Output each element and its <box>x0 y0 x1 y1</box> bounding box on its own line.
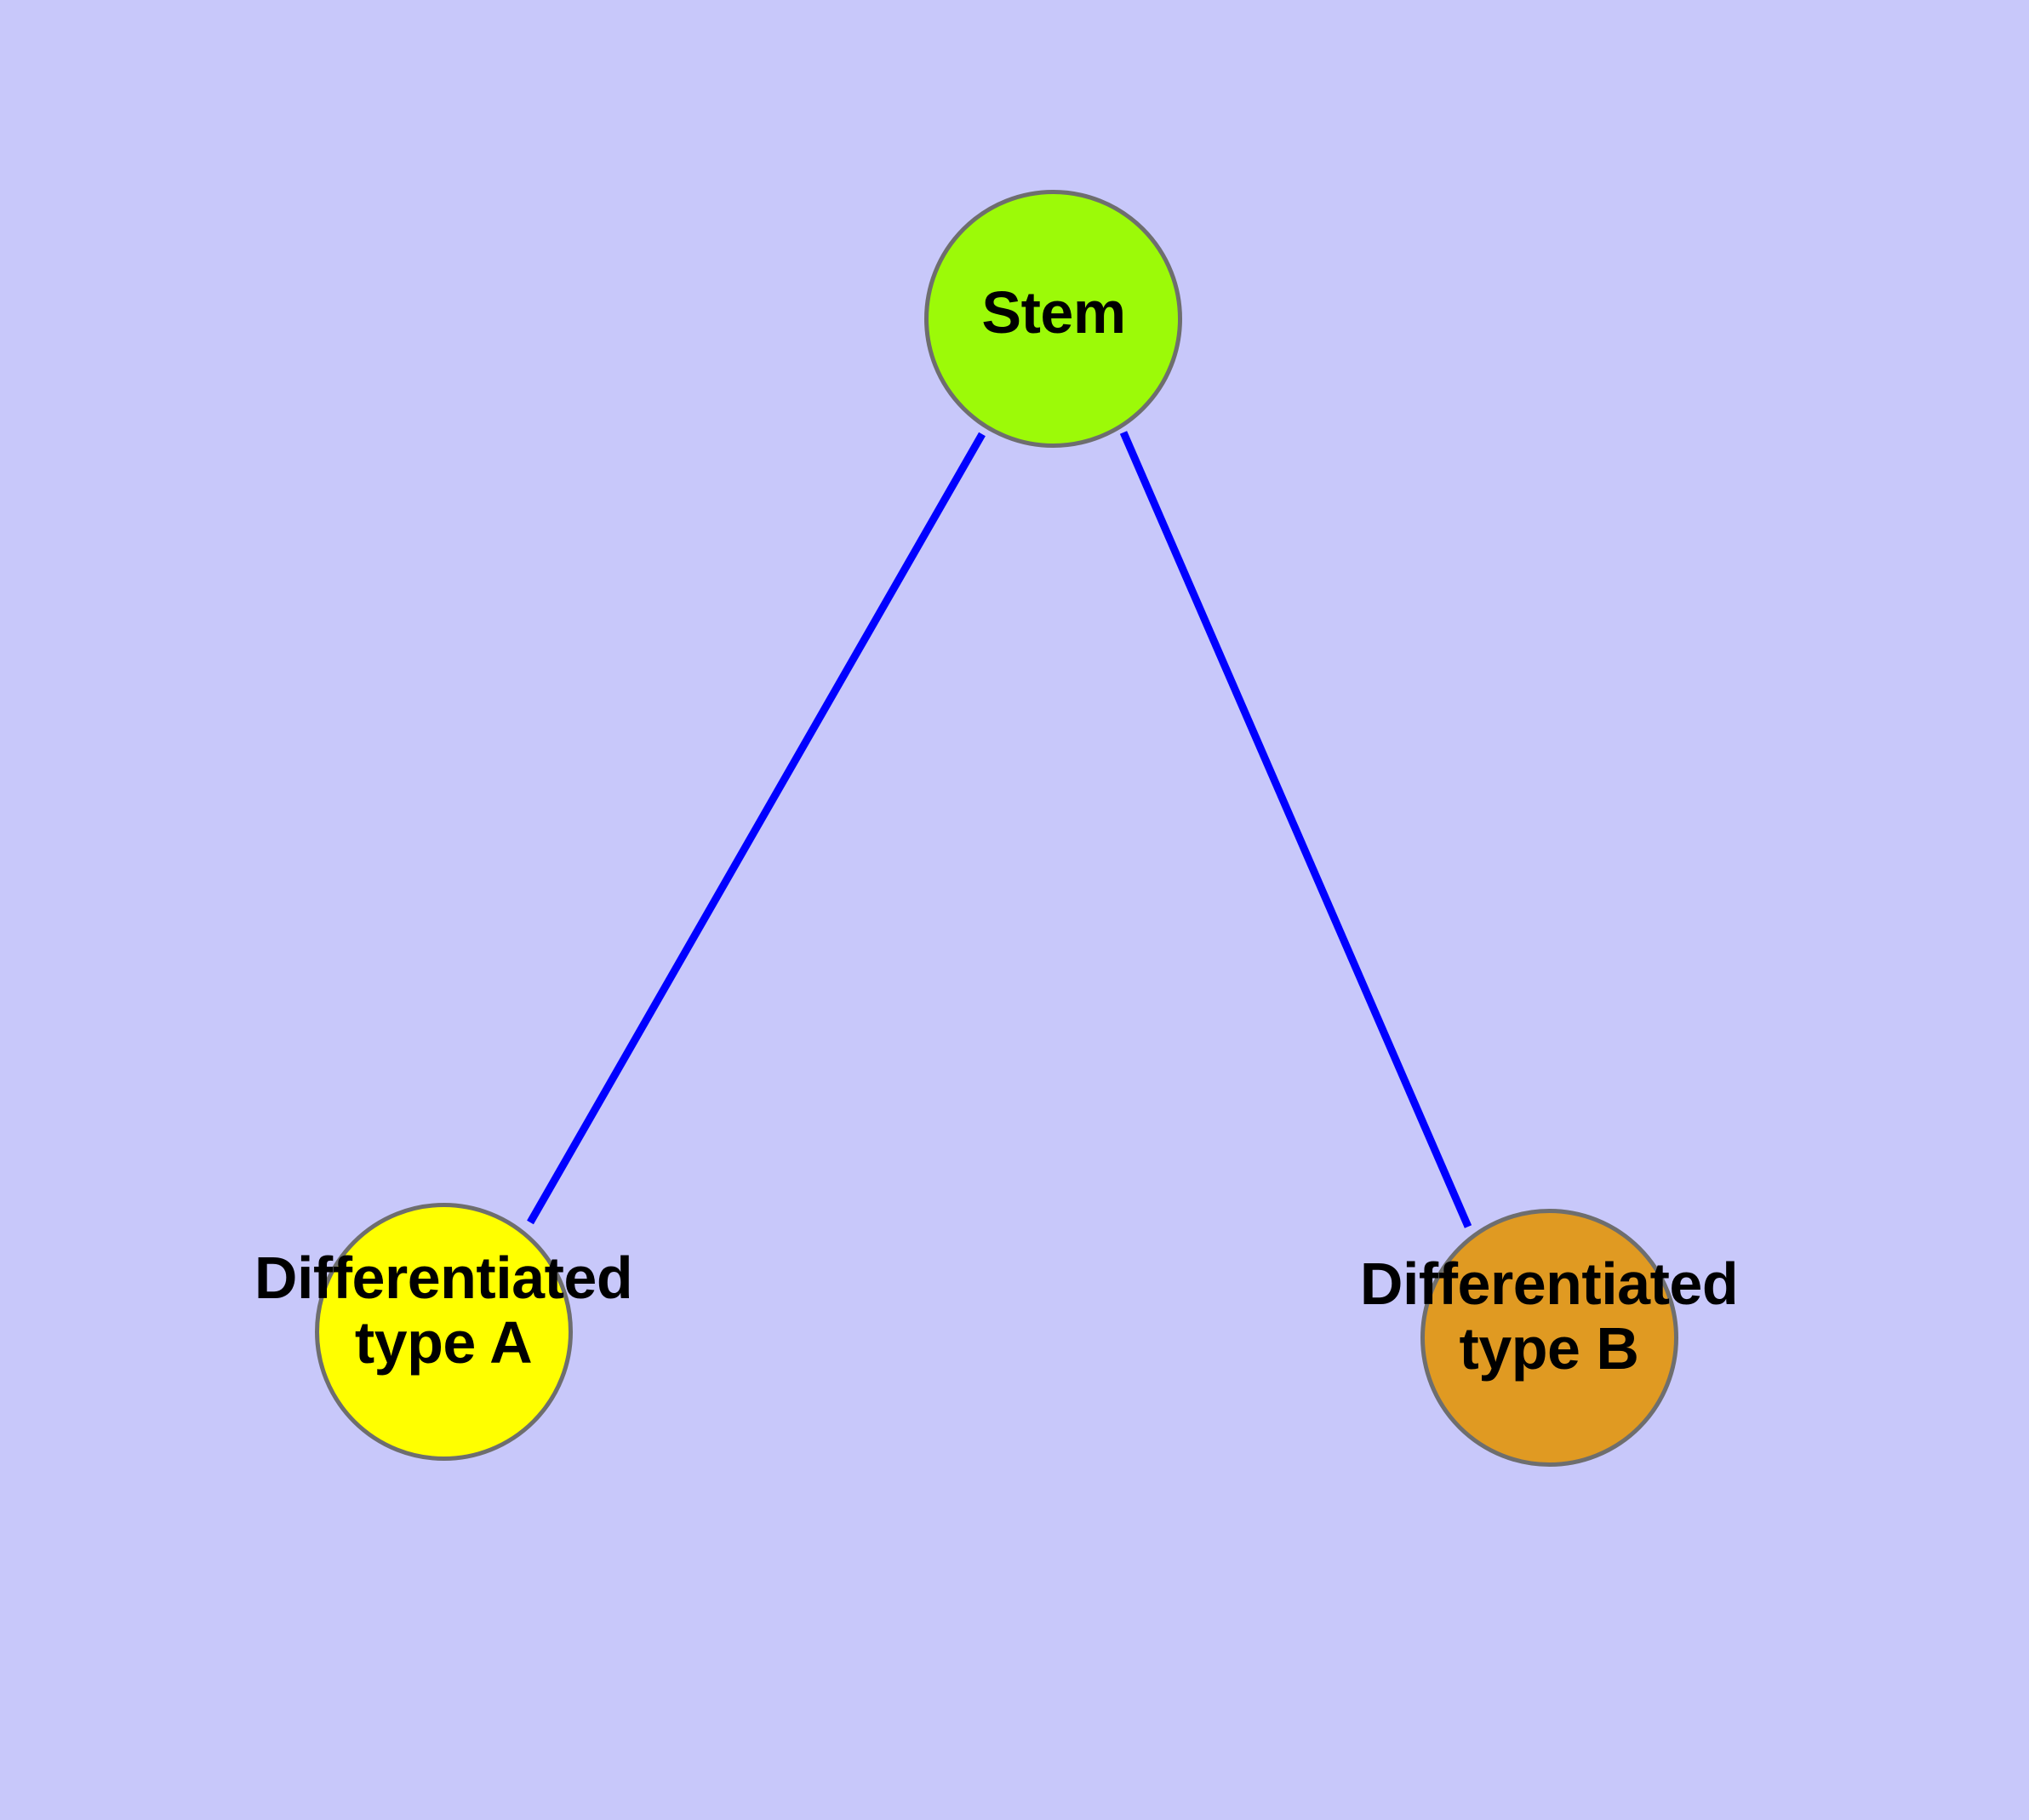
node-stem[interactable] <box>924 190 1182 448</box>
edge-stem-to-differentiated-type-a[interactable] <box>527 432 986 1225</box>
node-differentiated-type-b[interactable] <box>1420 1209 1678 1467</box>
node-differentiated-type-a[interactable] <box>315 1203 573 1461</box>
edge-stem-to-differentiated-type-b[interactable] <box>1119 431 1472 1228</box>
